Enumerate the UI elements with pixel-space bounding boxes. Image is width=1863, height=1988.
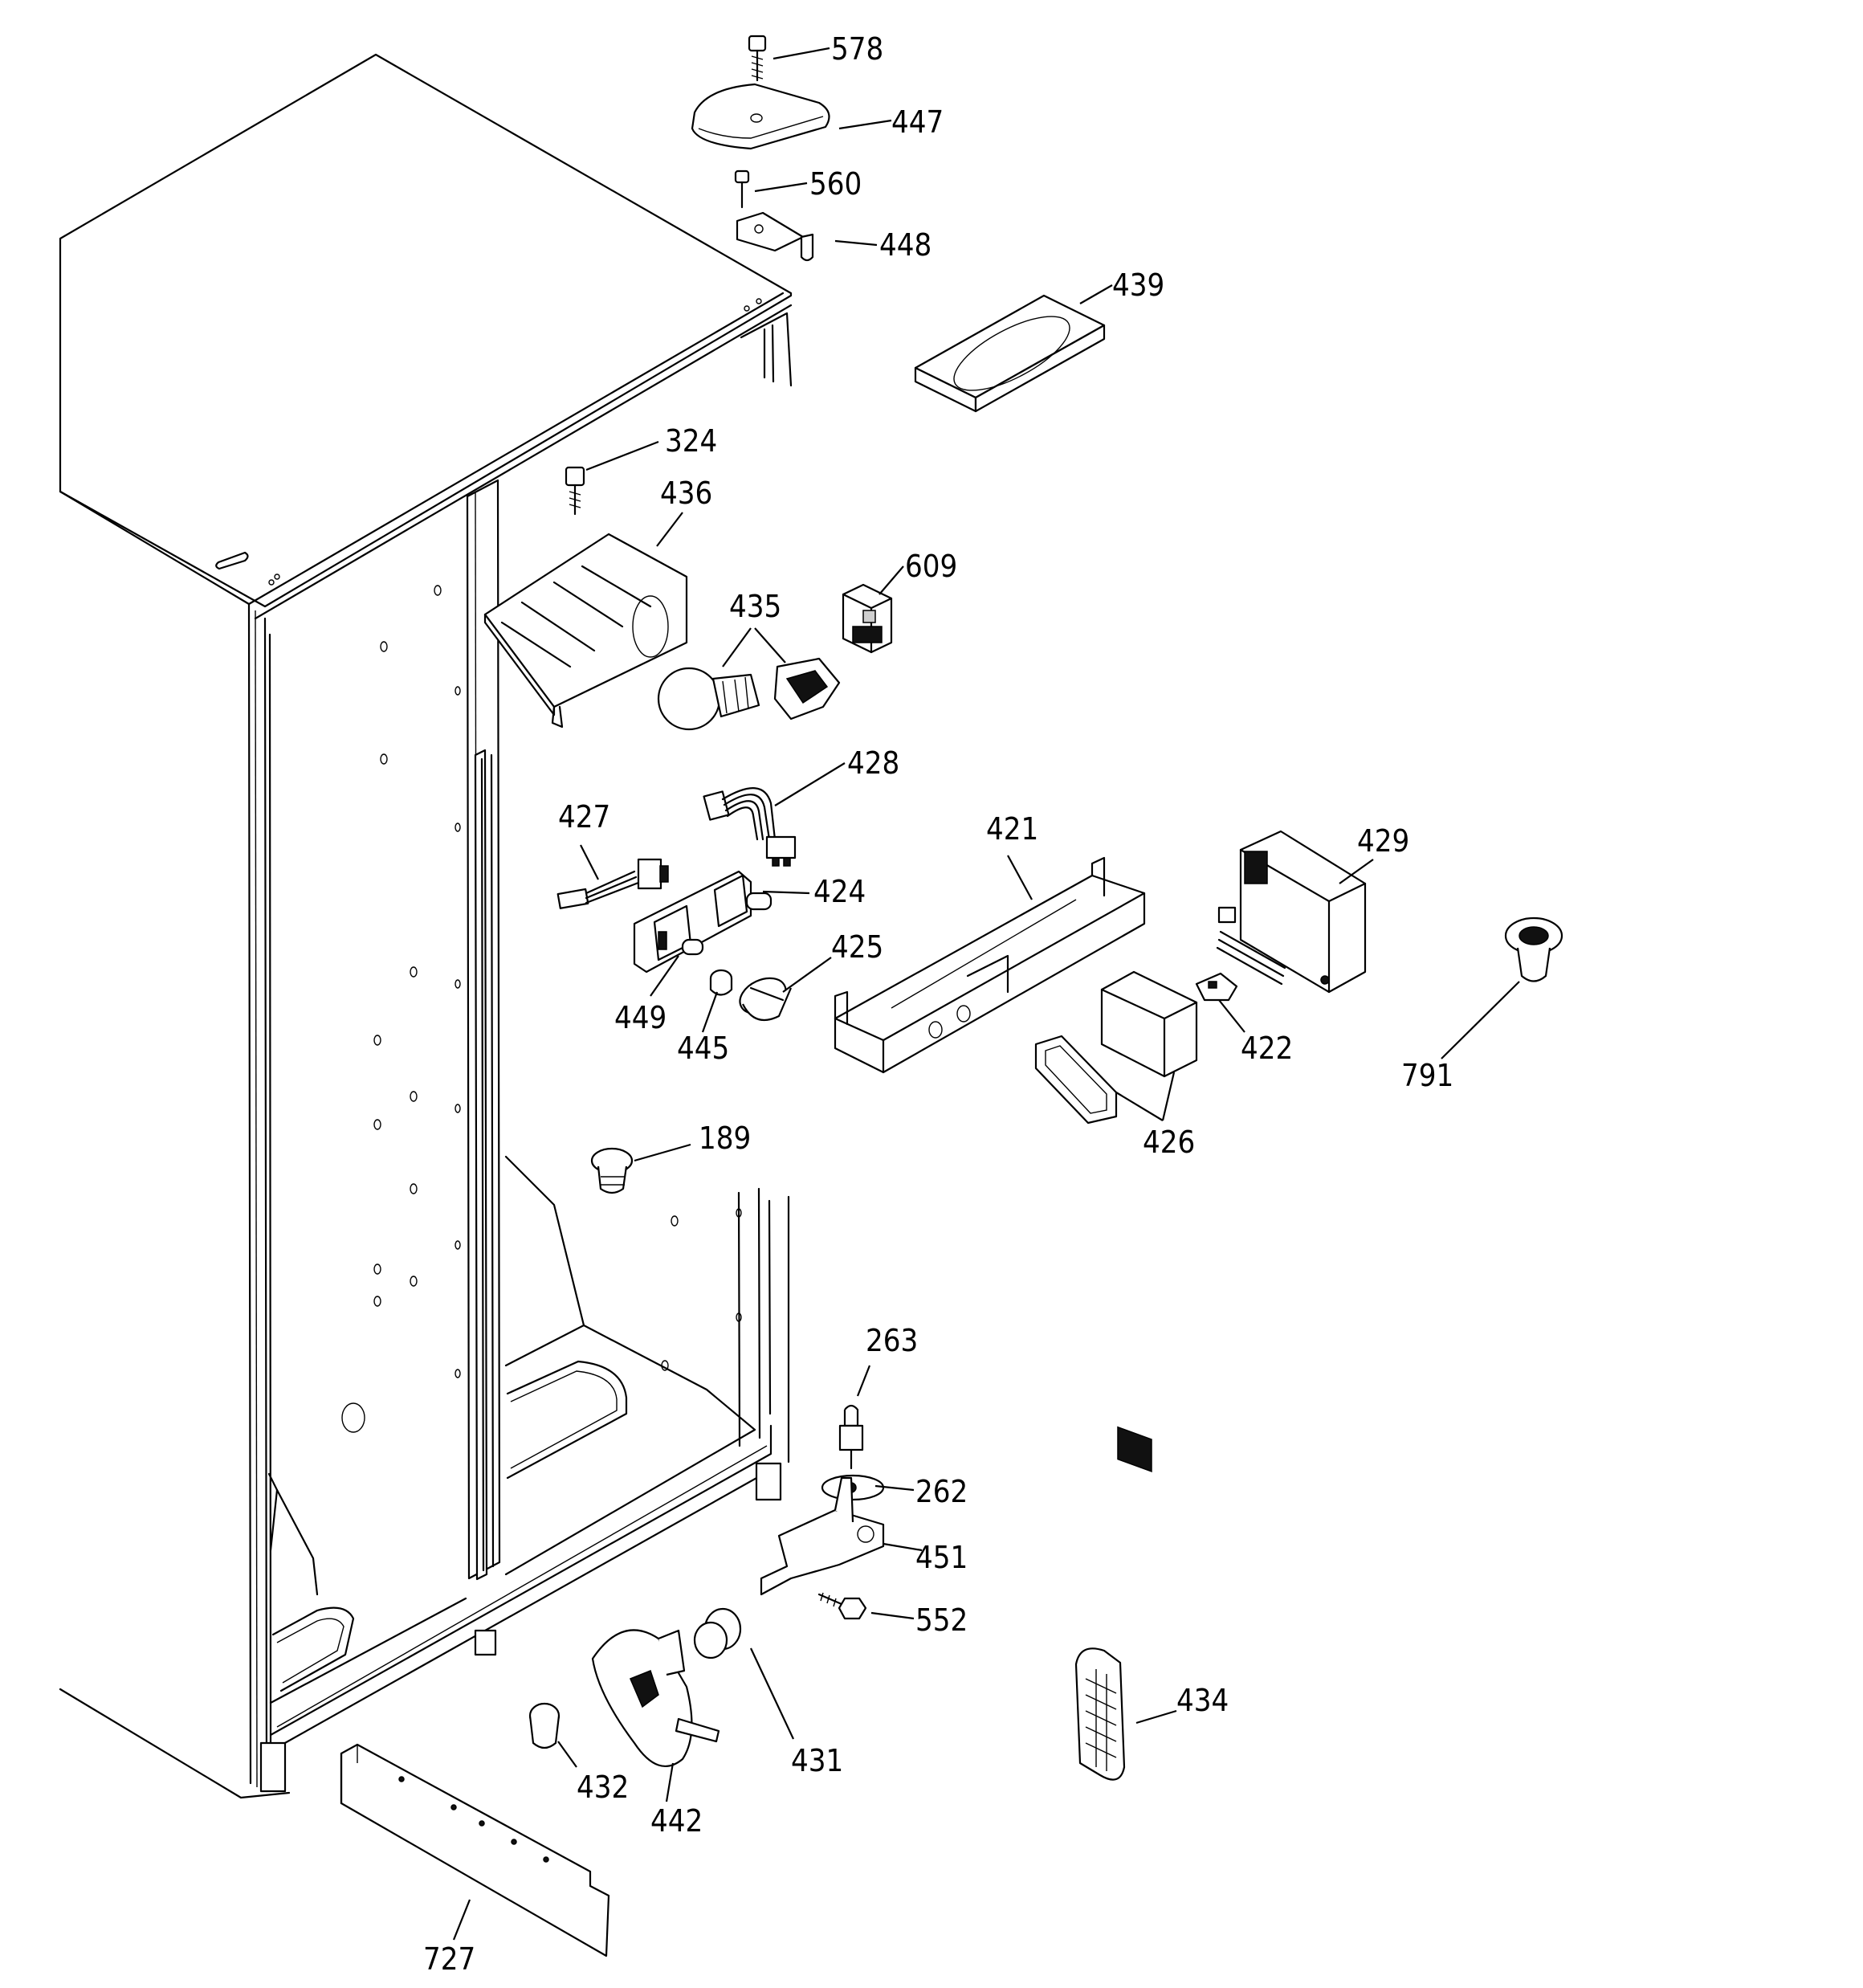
label-449: 449 (614, 1000, 667, 1035)
socket-435 (773, 657, 841, 720)
label-429: 429 (1357, 823, 1409, 859)
label-432: 432 (577, 1770, 629, 1805)
grille-434 (1074, 1647, 1126, 1781)
label-448: 448 (879, 227, 932, 263)
label-447: 447 (891, 104, 944, 140)
hinge-pin-263 (838, 1404, 864, 1470)
label-552: 552 (915, 1602, 968, 1638)
label-431: 431 (791, 1743, 843, 1778)
label-560: 560 (809, 166, 862, 202)
part-labels: 578 447 560 448 439 324 436 609 435 428 … (423, 31, 1453, 1977)
hinge-448 (736, 211, 814, 262)
label-609: 609 (905, 549, 957, 584)
dispenser-box-429 (1216, 830, 1367, 994)
light-shield-436 (483, 533, 688, 729)
label-727: 727 (423, 1941, 475, 1977)
plug-189 (590, 1147, 634, 1194)
label-436: 436 (660, 476, 712, 511)
wire-harness-428 (703, 787, 797, 867)
refrigerator-cabinet (59, 53, 793, 1799)
label-324: 324 (665, 423, 717, 459)
label-262: 262 (915, 1474, 968, 1509)
hinge-cover-447 (691, 83, 830, 150)
control-424 (633, 870, 773, 974)
label-445: 445 (677, 1031, 729, 1066)
switch-609 (842, 583, 893, 654)
label-421: 421 (986, 811, 1038, 847)
gasket-426 (1034, 1035, 1118, 1125)
clip-422 (1195, 972, 1238, 1002)
label-427: 427 (558, 799, 610, 835)
label-435: 435 (729, 589, 781, 624)
tray-439 (914, 294, 1106, 413)
label-426: 426 (1143, 1125, 1195, 1160)
screw-578 (748, 35, 767, 82)
label-439: 439 (1112, 267, 1164, 303)
bulb-435 (657, 667, 760, 731)
shaft-445 (709, 969, 733, 996)
wire-harness-427 (556, 858, 669, 909)
label-189: 189 (699, 1121, 751, 1156)
screw-324 (565, 466, 585, 516)
label-422: 422 (1241, 1031, 1293, 1066)
label-425: 425 (831, 929, 883, 965)
bushing-262 (821, 1474, 885, 1501)
label-578: 578 (831, 31, 883, 67)
bottom-hinge-451 (760, 1476, 885, 1596)
label-424: 424 (813, 874, 866, 909)
label-451: 451 (915, 1540, 968, 1575)
kick-plate-727 (340, 1743, 610, 1957)
screw-552 (817, 1592, 867, 1620)
label-791: 791 (1401, 1058, 1453, 1093)
sleeve-432 (528, 1702, 561, 1749)
label-263: 263 (866, 1323, 918, 1358)
knob-425 (739, 977, 793, 1022)
label-428: 428 (847, 745, 899, 781)
screw-560 (734, 169, 750, 209)
leader-lines (452, 47, 1520, 1941)
label-434: 434 (1176, 1683, 1229, 1718)
cap-431 (693, 1607, 742, 1659)
paddle-426 (1100, 970, 1198, 1472)
nozzle-791 (1504, 916, 1563, 982)
damper-442 (591, 1629, 720, 1767)
label-442: 442 (650, 1803, 703, 1839)
control-housing-421 (834, 856, 1146, 1074)
